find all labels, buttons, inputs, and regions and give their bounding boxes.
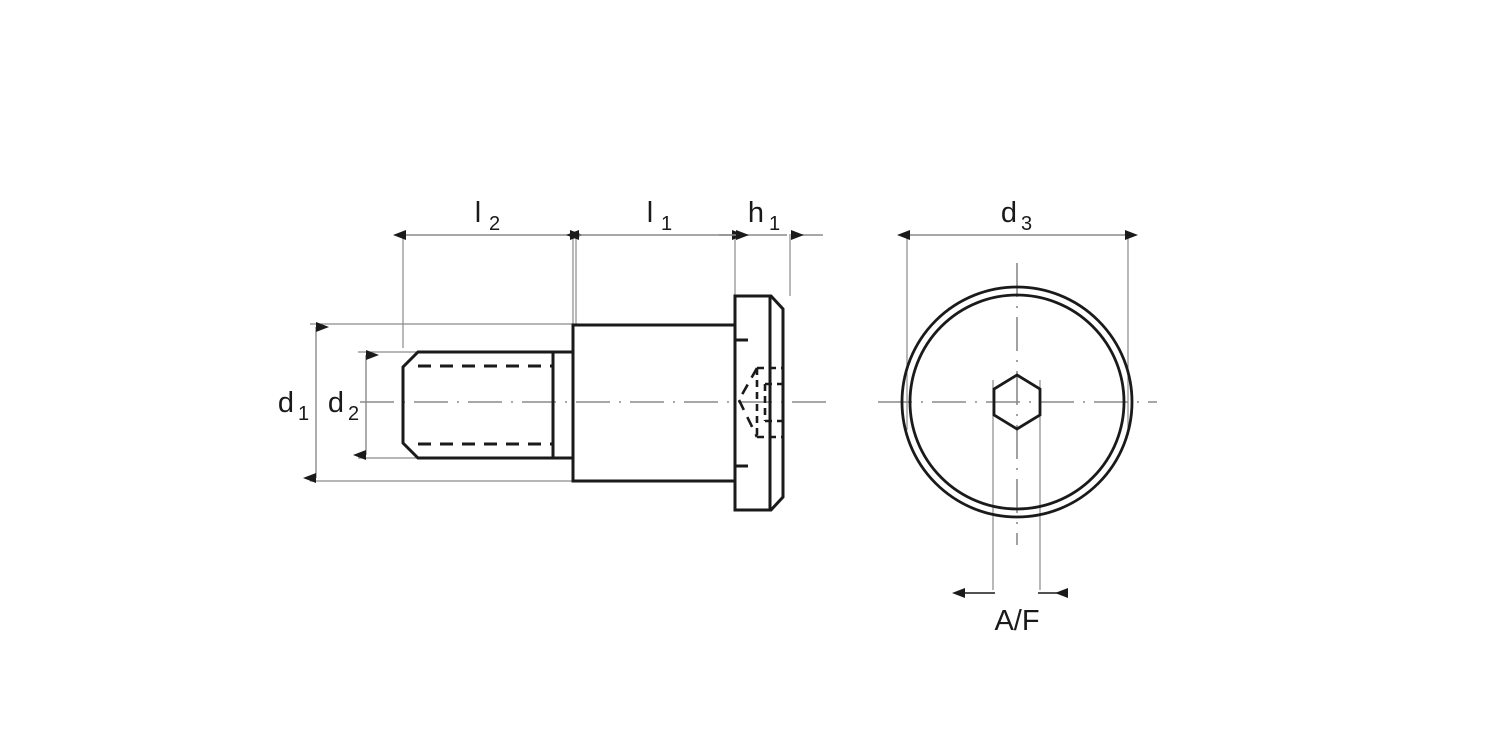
dimension-group-af: A/F	[952, 588, 1068, 637]
vertical-dimension-group	[303, 322, 379, 483]
head-outline	[733, 294, 785, 512]
dimension-label-l1-main: l	[647, 197, 653, 229]
dimension-label-d2-subscript: 2	[348, 403, 359, 425]
dimension-label-d3: d 3	[1001, 197, 1032, 235]
shoulder-head-step	[735, 338, 748, 468]
dimension-label-l2-main: l	[475, 197, 481, 229]
dimension-label-d1: d 1	[278, 387, 309, 425]
dimension-label-l1: l 1	[647, 197, 672, 235]
dimension-label-h1: h 1	[748, 197, 780, 235]
dimension-label-l2: l 2	[475, 197, 500, 235]
socket-cone-upper	[737, 367, 759, 401]
thread-outline	[401, 350, 555, 460]
dimension-label-d3-main: d	[1001, 197, 1017, 229]
thread-shoulder-step	[553, 350, 573, 460]
hex-socket-polygon	[992, 373, 1042, 431]
hidden-hex-socket	[755, 366, 783, 439]
dimension-label-l2-subscript: 2	[489, 213, 500, 235]
dimension-label-af: A/F	[994, 605, 1039, 637]
dimension-label-h1-main: h	[748, 197, 764, 229]
dimension-label-d3-subscript: 3	[1021, 213, 1032, 235]
hidden-thread-lines	[418, 364, 553, 446]
dimension-label-l1-subscript: 1	[661, 213, 672, 235]
head-chamfer-circle	[908, 293, 1126, 511]
dimension-label-d2-main: d	[328, 387, 344, 419]
dimension-label-h1-subscript: 1	[769, 213, 780, 235]
dimension-label-d1-main: d	[278, 387, 294, 419]
head-outer-circle	[900, 285, 1134, 519]
dimension-label-d2: d 2	[328, 387, 359, 425]
dimension-label-d1-subscript: 1	[298, 403, 309, 425]
screw-side-profile	[401, 294, 785, 512]
shoulder-outline	[571, 323, 737, 483]
extension-lines-side-view	[310, 234, 791, 482]
socket-cone-lower	[737, 399, 759, 438]
hidden-socket-cone	[737, 367, 759, 438]
